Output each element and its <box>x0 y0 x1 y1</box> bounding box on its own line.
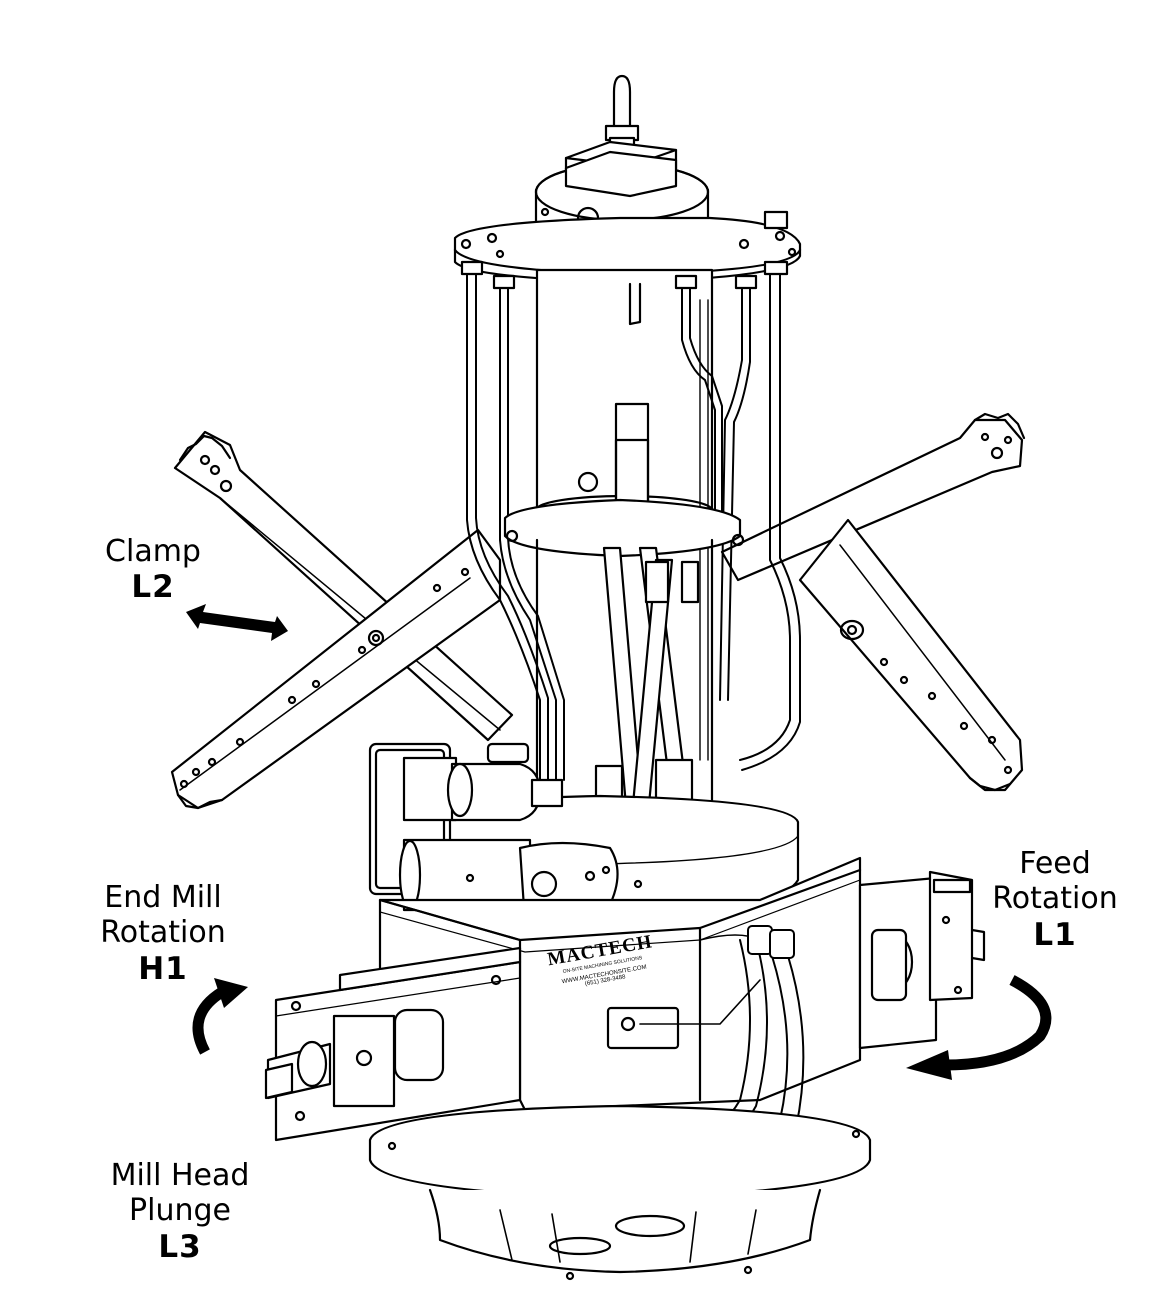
mill-head-line2: Plunge <box>129 1193 231 1229</box>
right-clamp-arm-back <box>720 412 1026 582</box>
lifting-shackle <box>604 74 640 152</box>
lower-motor <box>398 838 643 912</box>
mill-head-code: L3 <box>158 1228 202 1265</box>
hydraulic-tubes <box>466 269 801 781</box>
end-mill-rotation-label: End Mill Rotation H1 <box>88 880 238 987</box>
clamp-label: Clamp L2 <box>88 534 218 606</box>
feed-rotation-label: Feed Rotation L1 <box>980 846 1130 953</box>
right-clamp-arm-front <box>798 518 1024 792</box>
left-clamp-arm-front <box>170 528 502 810</box>
double-arrow-icon <box>186 604 288 641</box>
end-mill-line2: Rotation <box>100 915 226 951</box>
curved-arrow-icon <box>906 975 1052 1080</box>
middle-collar <box>503 498 745 802</box>
main-block <box>378 856 862 1112</box>
left-feed-rail <box>264 946 522 1142</box>
tube-fittings <box>460 210 789 290</box>
right-feed-housing <box>858 870 986 1050</box>
left-clamp-arm-back <box>173 430 514 742</box>
clamp-label-text: Clamp <box>105 534 201 569</box>
mill-head-line1: Mill Head <box>110 1158 250 1193</box>
curved-arrow-icon <box>192 978 248 1055</box>
feed-rotation-line1: Feed <box>1019 846 1091 881</box>
mill-head-plunge-label: Mill Head Plunge L3 <box>100 1158 260 1265</box>
feed-rotation-code: L1 <box>1033 916 1077 953</box>
end-mill-code: H1 <box>138 950 188 987</box>
feed-rotation-line2: Rotation <box>992 881 1118 917</box>
main-cylinder <box>534 268 714 526</box>
base-ring <box>368 1104 872 1281</box>
clamp-label-code: L2 <box>131 569 175 606</box>
end-mill-line1: End Mill <box>104 880 222 915</box>
